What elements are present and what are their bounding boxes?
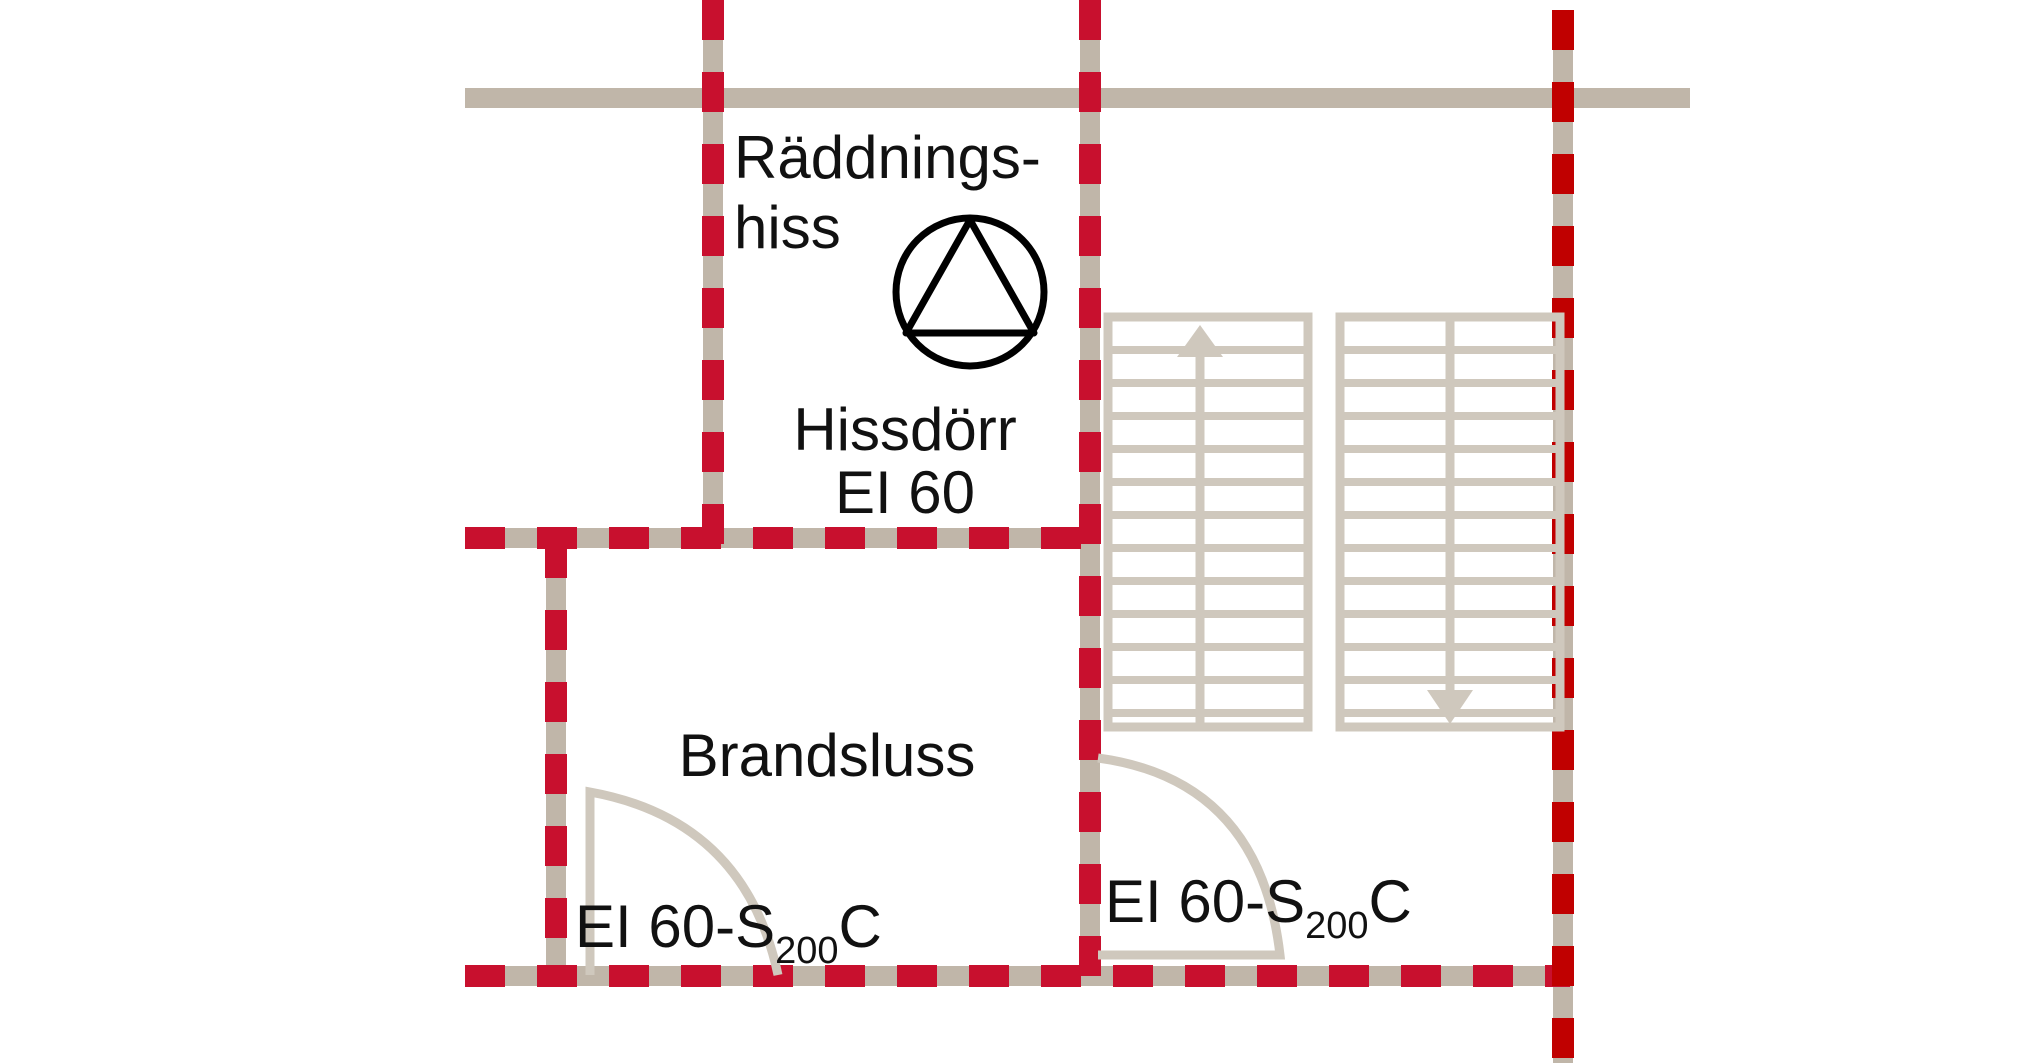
door-right-rating-sub: 200: [1305, 905, 1368, 947]
door-left-rating-sub: 200: [775, 930, 838, 972]
triangle-in-circle-icon: [892, 214, 1048, 370]
elevator-label-line1: Räddnings-: [734, 124, 1041, 191]
stair-treads: [1108, 346, 1560, 717]
lobby-label: Brandsluss: [679, 722, 976, 789]
elevator-door-label-line2: EI 60: [835, 459, 975, 526]
door-left-rating-suffix: C: [839, 893, 882, 960]
arrow-down-icon: [1427, 690, 1473, 724]
fire-boundary-dashes: [465, 0, 1570, 987]
arrow-up-icon: [1177, 325, 1223, 357]
door-swing-right: [1097, 753, 1286, 960]
door-left-rating: EI 60-S200C: [575, 893, 882, 972]
door-swing-left: [585, 786, 783, 976]
elevator-door-label-line1: Hissdörr: [793, 396, 1016, 463]
door-right-rating: EI 60-S200C: [1105, 868, 1412, 947]
door-left-rating-main: EI 60-S: [575, 893, 775, 960]
stair-flights: [1103, 312, 1565, 732]
stair-flight-left: [1103, 312, 1313, 732]
elevator-label-line2: hiss: [734, 194, 841, 261]
door-right-rating-main: EI 60-S: [1105, 868, 1305, 935]
door-right-rating-suffix: C: [1369, 868, 1412, 935]
